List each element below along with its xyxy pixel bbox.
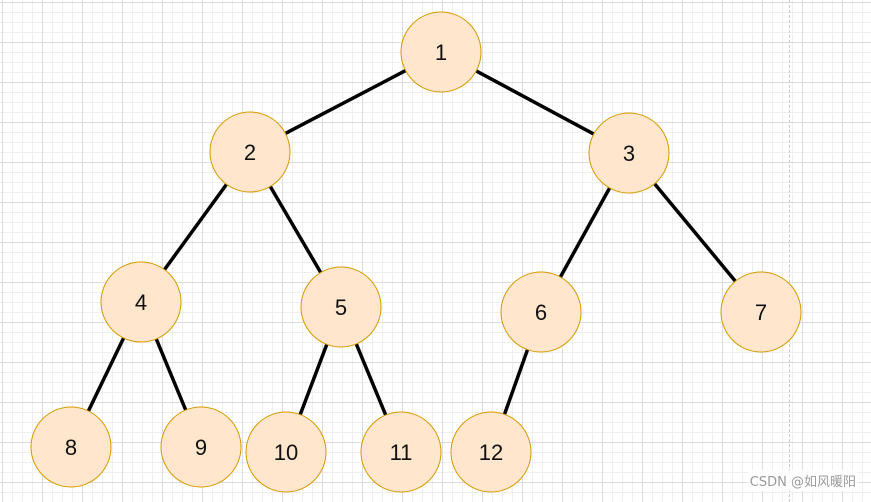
tree-node-9: 9 bbox=[160, 406, 242, 488]
edge-1-3 bbox=[475, 69, 595, 136]
node-circle bbox=[400, 11, 482, 93]
node-label: 7 bbox=[755, 300, 767, 325]
tree-node-11: 11 bbox=[360, 411, 442, 493]
tree-node-4: 4 bbox=[100, 261, 182, 343]
node-circle bbox=[500, 271, 582, 353]
node-circle bbox=[209, 111, 291, 193]
edge-5-10 bbox=[298, 343, 329, 416]
edge-3-6 bbox=[558, 187, 612, 278]
node-circle bbox=[450, 411, 532, 493]
edge-1-2 bbox=[284, 69, 407, 135]
node-label: 8 bbox=[65, 435, 77, 460]
node-label: 10 bbox=[274, 440, 298, 465]
tree-node-8: 8 bbox=[30, 406, 112, 488]
node-circle bbox=[30, 406, 112, 488]
node-label: 1 bbox=[435, 40, 447, 65]
node-label: 12 bbox=[479, 440, 503, 465]
tree-node-6: 6 bbox=[500, 271, 582, 353]
node-circle bbox=[300, 266, 382, 348]
tree-node-12: 12 bbox=[450, 411, 532, 493]
node-circle bbox=[588, 112, 670, 194]
edge-2-4 bbox=[163, 183, 228, 271]
edge-3-7 bbox=[653, 182, 737, 283]
edge-4-8 bbox=[86, 337, 126, 412]
tree-node-7: 7 bbox=[720, 271, 802, 353]
edge-6-12 bbox=[502, 349, 530, 415]
node-circle bbox=[160, 406, 242, 488]
node-circle bbox=[720, 271, 802, 353]
edge-5-11 bbox=[354, 343, 388, 416]
node-label: 2 bbox=[244, 140, 256, 165]
page-boundary-line bbox=[789, 0, 790, 502]
node-label: 9 bbox=[195, 435, 207, 460]
node-label: 11 bbox=[390, 440, 413, 465]
node-label: 5 bbox=[335, 295, 347, 320]
tree-node-10: 10 bbox=[245, 411, 327, 493]
tree-node-2: 2 bbox=[209, 111, 291, 193]
edge-2-5 bbox=[268, 185, 323, 274]
node-label: 3 bbox=[623, 141, 635, 166]
node-circle bbox=[100, 261, 182, 343]
watermark: CSDN @如风暖阳 bbox=[747, 470, 858, 491]
node-label: 4 bbox=[135, 290, 147, 315]
tree-node-1: 1 bbox=[400, 11, 482, 93]
node-circle bbox=[360, 411, 442, 493]
edges-layer bbox=[86, 69, 737, 416]
node-circle bbox=[245, 411, 327, 493]
tree-node-5: 5 bbox=[300, 266, 382, 348]
tree-node-3: 3 bbox=[588, 112, 670, 194]
node-label: 6 bbox=[535, 300, 547, 325]
edge-4-9 bbox=[154, 338, 188, 411]
